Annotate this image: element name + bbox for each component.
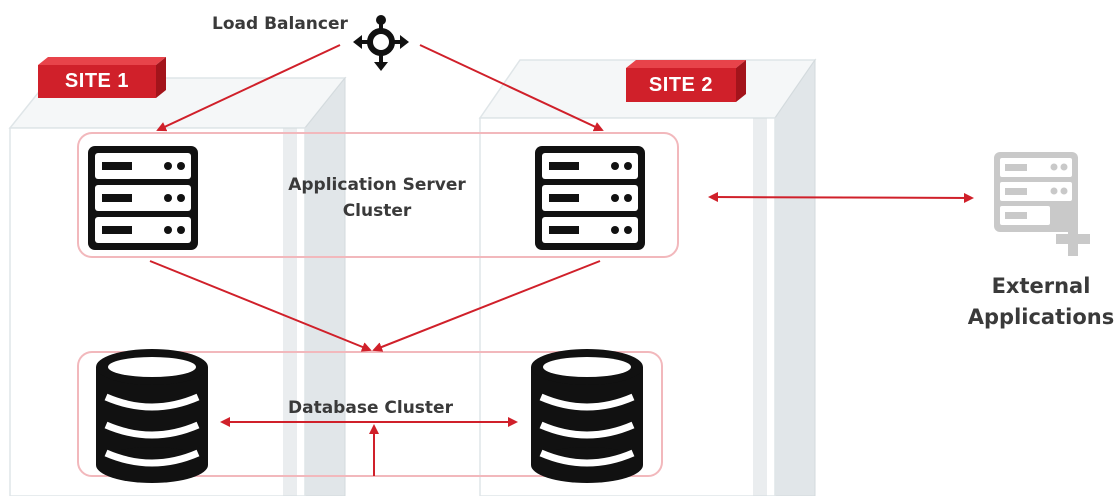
- connector-arrows: [149, 44, 974, 476]
- database-2-icon: [531, 349, 643, 483]
- arrow-app-cluster-external: [708, 192, 974, 203]
- site-1-badge: [38, 57, 166, 98]
- db-cluster-border: [77, 351, 663, 477]
- arrow-app-server-2-to-db: [372, 260, 601, 352]
- app-server-1-icon: [88, 146, 198, 250]
- arrow-lb-to-app-server-2: [419, 44, 604, 132]
- external-app-icon: [994, 152, 1090, 256]
- db-cluster-label: Database Cluster: [288, 398, 453, 418]
- load-balancer-label: Load Balancer: [212, 14, 348, 34]
- site-2-badge: [626, 60, 746, 102]
- site-1-label: SITE 1: [64, 70, 130, 92]
- external-label-line1: External: [991, 274, 1091, 298]
- app-cluster-label-line2: Cluster: [342, 201, 412, 221]
- load-balancer-icon: [353, 15, 409, 71]
- external-applications-label: External Applications: [966, 271, 1116, 333]
- app-cluster-label: Application Server Cluster: [262, 172, 492, 224]
- site-2-label: SITE 2: [648, 74, 714, 96]
- arrow-lb-to-app-server-1: [156, 44, 341, 132]
- database-1-icon: [96, 349, 208, 483]
- app-server-2-icon: [535, 146, 645, 250]
- app-cluster-label-line1: Application Server: [288, 175, 466, 195]
- arrow-app-server-1-to-db: [149, 260, 372, 352]
- site-2-box: [478, 58, 817, 496]
- app-cluster-border: [77, 132, 679, 258]
- external-label-line2: Applications: [967, 305, 1115, 329]
